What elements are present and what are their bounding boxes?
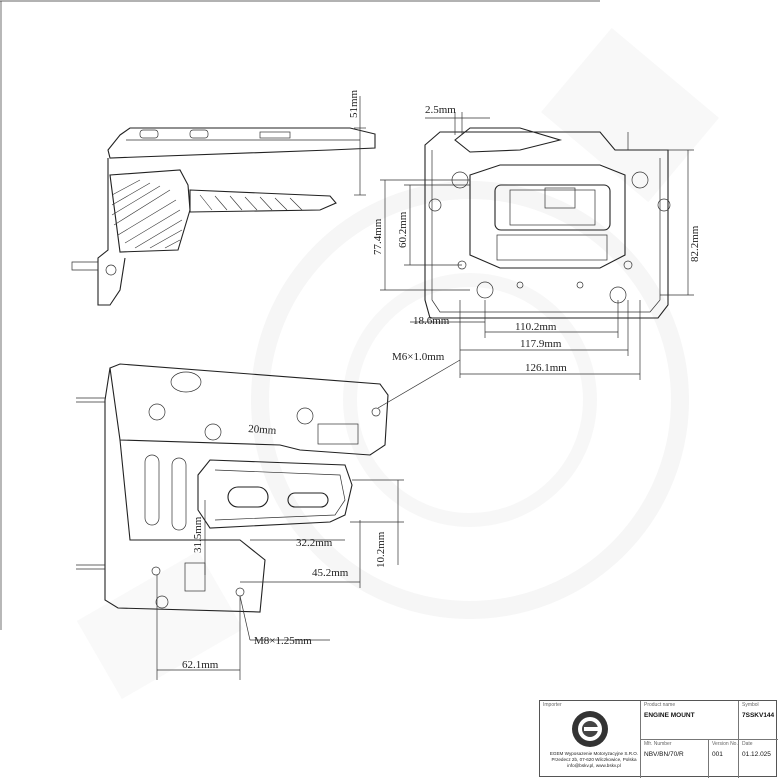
company-address: EGEM Wyposazenie Motoryzacyjne S.R.O. Pr… — [548, 751, 640, 769]
side-view-top: 51mm — [71, 89, 376, 306]
dim-31-5mm: 31.5mm — [192, 516, 204, 553]
dim-18-6mm: 18.6mm — [413, 315, 450, 327]
dim-51mm: 51mm — [348, 89, 360, 118]
symbol-cell: Symbol 7SSKV144 — [738, 701, 778, 739]
importer-cell: Importer EGEM Wyposazenie Motoryzacyjne … — [540, 701, 640, 778]
dim-m8-thread: M8×1.25mm — [254, 635, 312, 647]
dim-62-1mm: 62.1mm — [182, 659, 219, 671]
dim-2-5mm: 2.5mm — [425, 104, 456, 116]
symbol-value: 7SSKV144 — [742, 712, 775, 719]
company-line-1: EGEM Wyposazenie Motoryzacyjne S.R.O. — [549, 751, 639, 756]
dim-77-4mm: 77.4mm — [372, 218, 384, 255]
dim-126-1mm: 126.1mm — [525, 362, 567, 374]
symbol-caption: Symbol — [742, 702, 759, 708]
dim-82-2mm: 82.2mm — [689, 225, 701, 262]
importer-caption: Importer — [543, 702, 562, 708]
date-cell: Date 01.12.025 — [738, 739, 778, 778]
mfr-caption: Mfr. Number — [644, 741, 672, 747]
dim-32-2mm: 32.2mm — [296, 537, 333, 549]
dim-117-9mm: 117.9mm — [520, 338, 562, 350]
version-cell: Version No. 001 — [708, 739, 738, 778]
dim-10-2mm: 10.2mm — [375, 531, 387, 568]
plan-view: M6×1.0mm 20mm 31.5mm 32.2mm 10.2mm 45.2m… — [76, 351, 461, 680]
dim-m6-thread: M6×1.0mm — [392, 351, 445, 363]
company-logo-icon — [572, 711, 608, 747]
date-caption: Date — [742, 741, 753, 747]
version-caption: Version No. — [712, 741, 738, 747]
mfr-cell: Mfr. Number NBV/BN/70/R — [640, 739, 708, 778]
title-block: Importer EGEM Wyposazenie Motoryzacyjne … — [539, 700, 778, 778]
slots — [144, 454, 187, 531]
version-value: 001 — [712, 751, 723, 758]
product-caption: Product name — [644, 702, 676, 708]
mfr-value: NBV/BN/70/R — [644, 751, 684, 758]
date-value: 01.12.025 — [742, 751, 771, 758]
dim-20mm: 20mm — [248, 423, 277, 437]
dim-60-2mm: 60.2mm — [397, 211, 409, 248]
company-line-2: Przedecz 2b, 07-620 Wilczkowice, Polska — [551, 757, 637, 762]
front-view: 2.5mm 77.4mm 60.2mm 82.2mm 18.6mm 110.2m… — [372, 104, 701, 380]
product-cell: Product name ENGINE MOUNT — [640, 701, 738, 739]
product-name: ENGINE MOUNT — [644, 712, 695, 719]
dim-110-2mm: 110.2mm — [515, 321, 557, 333]
dim-45-2mm: 45.2mm — [312, 567, 349, 579]
company-line-3: info@bskv.pl, www.bskv.pl — [567, 763, 621, 768]
